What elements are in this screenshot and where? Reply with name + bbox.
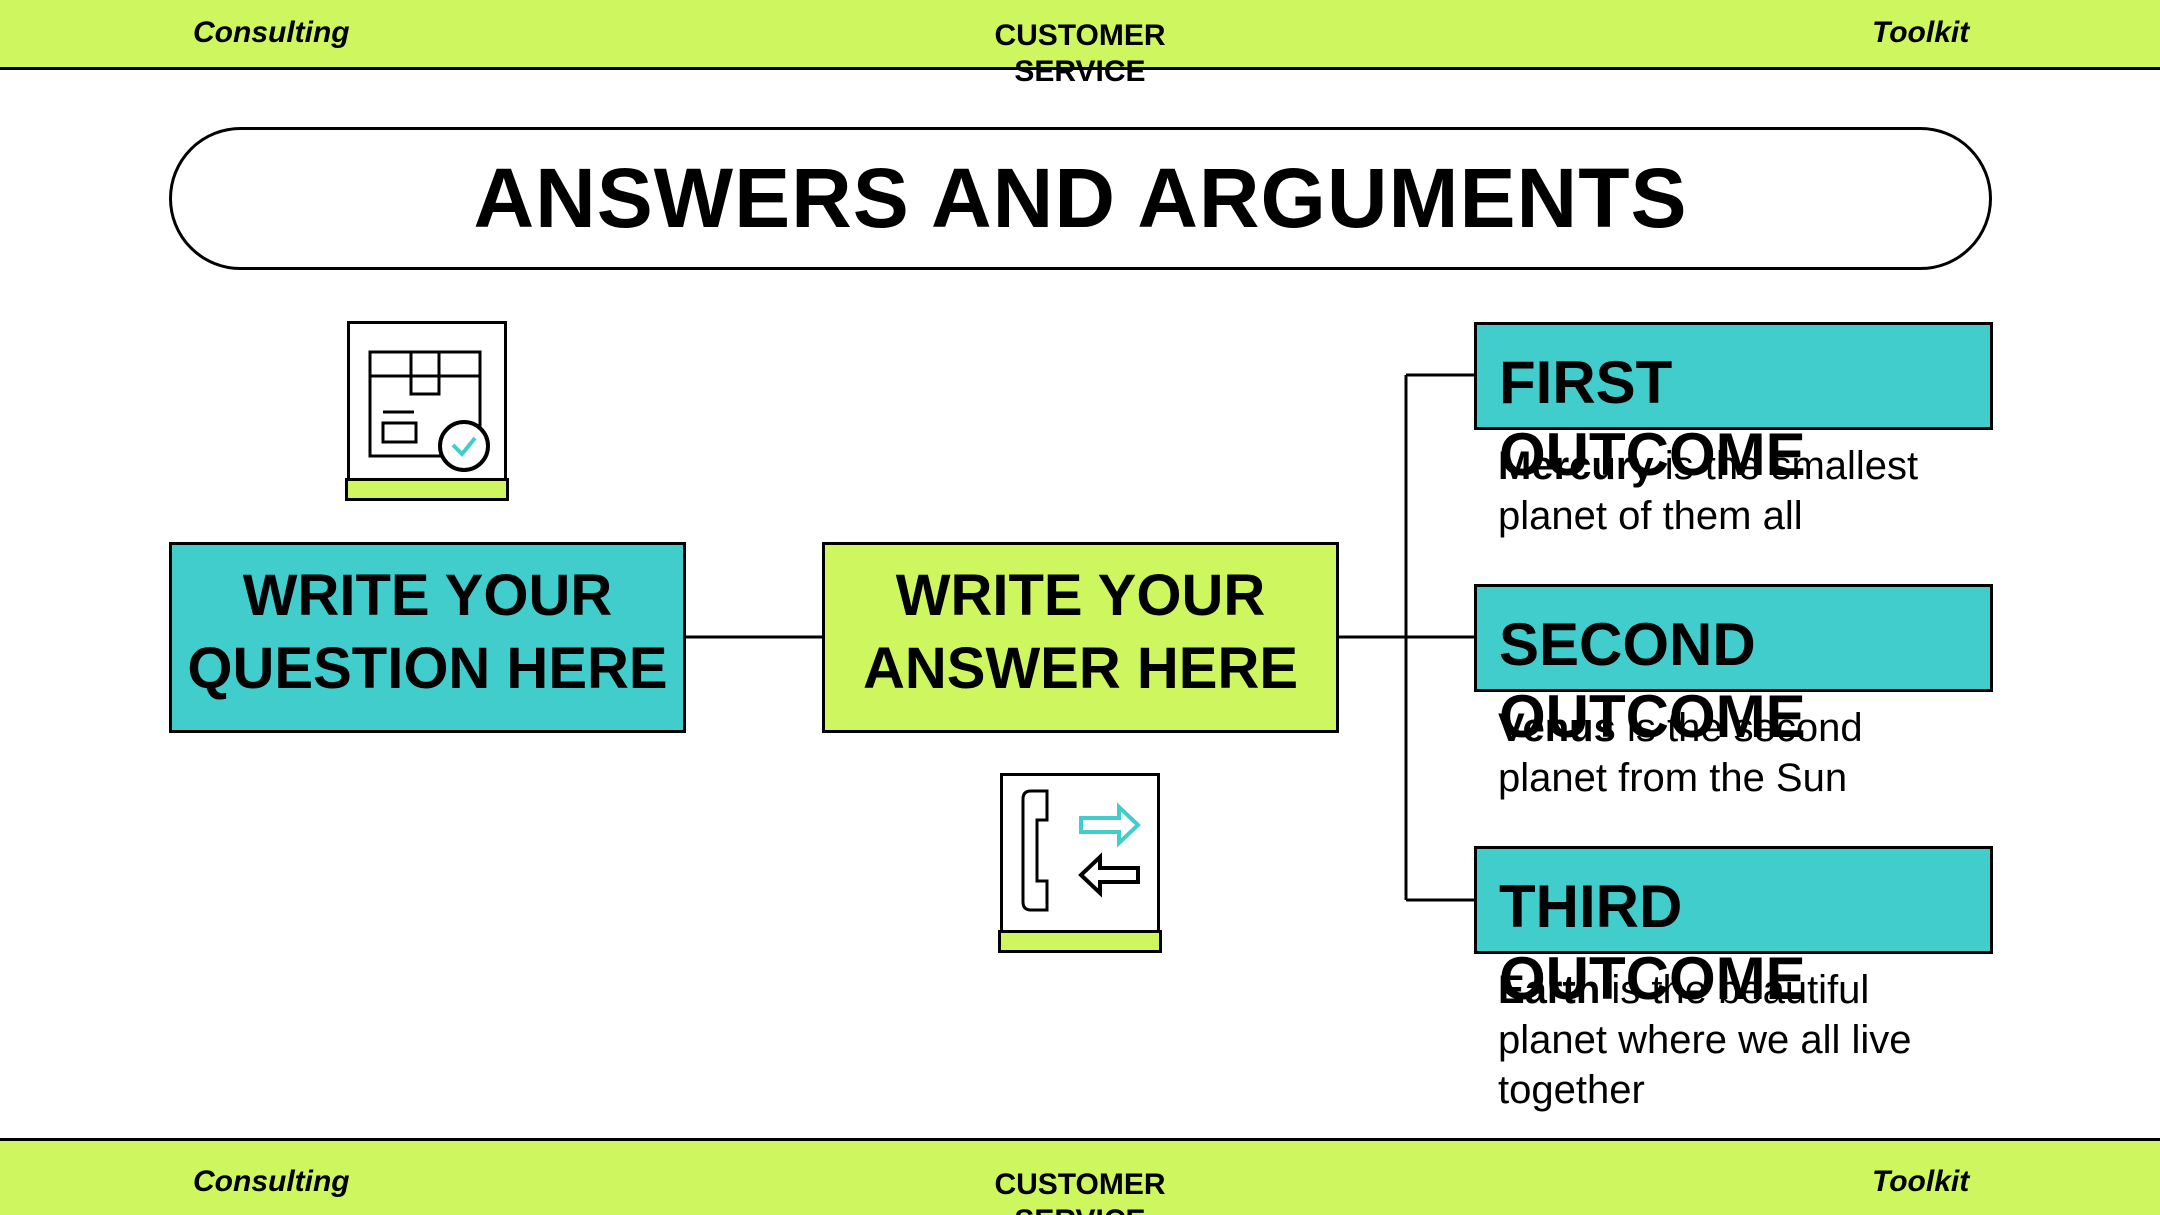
phone-transfer-icon: [1000, 773, 1160, 935]
outcome-third-box: THIRD OUTCOME: [1474, 846, 1993, 1012]
icon-base-answer: [998, 930, 1162, 953]
outcome-third-description: Earth is the beautiful planet where we a…: [1498, 965, 1968, 1115]
outcome-first-title: FIRST OUTCOME: [1499, 349, 1806, 488]
outcome-second-title: SECOND OUTCOME: [1499, 611, 1806, 750]
icon-base-question: [345, 478, 509, 501]
answer-label: WRITE YOUR ANSWER HERE: [862, 563, 1299, 701]
outcome-third-bold: Earth: [1498, 968, 1601, 1012]
package-check-glyph: [368, 350, 490, 472]
footer-left-label: Consulting: [193, 1165, 350, 1198]
header-bar: Consulting CUSTOMER SERVICE Toolkit: [0, 0, 2160, 88]
question-box: WRITE YOUR QUESTION HERE: [169, 542, 686, 733]
footer-bar: Consulting CUSTOMER SERVICE Toolkit: [0, 1138, 2160, 1215]
page-title: ANSWERS AND ARGUMENTS: [473, 151, 1688, 245]
header-right-label: Toolkit: [1872, 16, 1970, 49]
outcome-second-box: SECOND OUTCOME: [1474, 584, 1993, 750]
footer-center-label: CUSTOMER SERVICE: [994, 1168, 1166, 1215]
outcome-first-text: is the smallest planet of them all: [1498, 444, 1919, 538]
outcome-third-text: is the beautiful planet where we all liv…: [1498, 968, 1912, 1112]
package-check-icon: [347, 321, 507, 483]
outcome-first-bold: Mercury: [1498, 444, 1654, 488]
outcome-second-description: Venus is the second planet from the Sun: [1498, 703, 1968, 803]
question-label: WRITE YOUR QUESTION HERE: [187, 563, 668, 701]
outcome-second-bold: Venus: [1498, 706, 1616, 750]
outcome-first-box: FIRST OUTCOME: [1474, 322, 1993, 488]
answer-box: WRITE YOUR ANSWER HERE: [822, 542, 1339, 733]
outcome-second-text: is the second planet from the Sun: [1498, 706, 1863, 800]
header-center-label: CUSTOMER SERVICE: [994, 19, 1166, 88]
footer-right-label: Toolkit: [1872, 1165, 1970, 1198]
outcome-first-description: Mercury is the smallest planet of them a…: [1498, 441, 1968, 541]
title-pill: ANSWERS AND ARGUMENTS: [169, 127, 1992, 270]
header-left-label: Consulting: [193, 16, 350, 49]
phone-transfer-glyph: [1021, 789, 1141, 912]
outcome-third-title: THIRD OUTCOME: [1499, 873, 1806, 1012]
